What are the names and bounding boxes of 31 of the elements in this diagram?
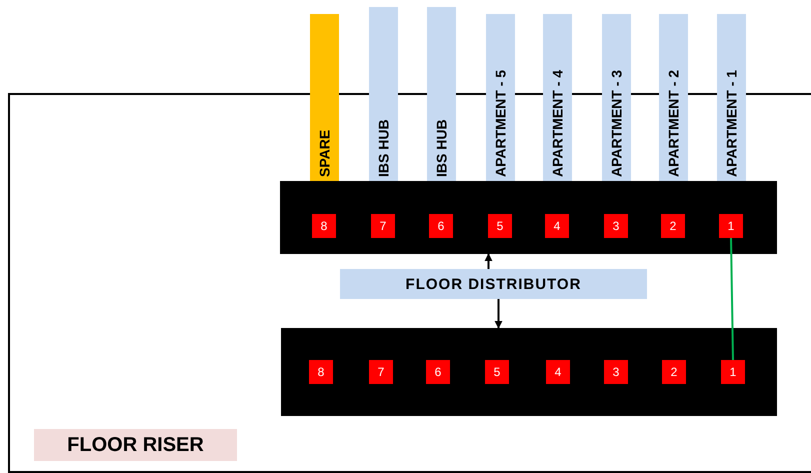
port-square: 2 (661, 214, 685, 238)
label-band: APARTMENT - 3 (602, 14, 631, 181)
port-square: 7 (371, 214, 395, 238)
port-square: 8 (312, 214, 336, 238)
port-square: 3 (604, 214, 628, 238)
port-square: 8 (309, 360, 333, 384)
port-square: 1 (719, 214, 743, 238)
label-band: APARTMENT - 1 (717, 14, 746, 181)
port-square: 7 (369, 360, 393, 384)
port-square: 3 (604, 360, 628, 384)
label-band: APARTMENT - 5 (486, 14, 515, 181)
port-square: 4 (546, 360, 570, 384)
port-square: 4 (545, 214, 569, 238)
distributor-label: FLOOR DISTRIBUTOR (340, 269, 647, 299)
label-band: SPARE (310, 14, 339, 181)
patch-panel (280, 181, 777, 254)
cable-line (730, 238, 734, 360)
label-band: APARTMENT - 2 (659, 14, 688, 181)
port-square: 6 (426, 360, 450, 384)
arrow (494, 299, 502, 329)
port-square: 6 (429, 214, 453, 238)
port-square: 2 (662, 360, 686, 384)
port-square: 5 (485, 360, 509, 384)
label-band: APARTMENT - 4 (543, 14, 572, 181)
patch-panel (281, 328, 777, 416)
port-square: 5 (488, 214, 512, 238)
riser-label: FLOOR RISER (34, 429, 237, 461)
label-band: IBS HUB (427, 7, 456, 181)
port-square: 1 (721, 360, 745, 384)
label-band: IBS HUB (369, 7, 398, 181)
arrow (484, 253, 492, 269)
